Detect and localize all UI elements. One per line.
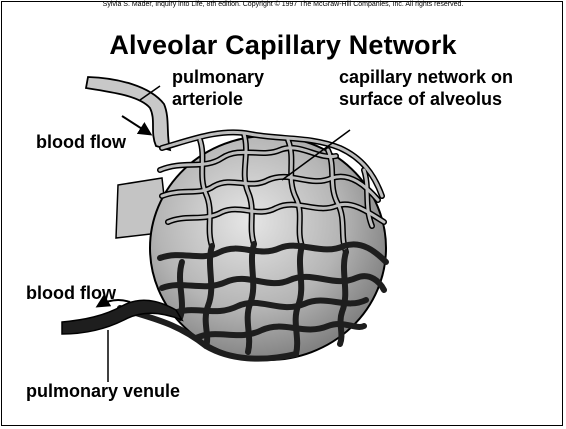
label-pulmonary-venule: pulmonary venule — [26, 381, 180, 402]
label-pulmonary-arteriole-line2: arteriole — [172, 89, 243, 110]
blood-flow-arrow-in — [122, 116, 150, 134]
label-blood-flow-top: blood flow — [36, 132, 126, 153]
label-capillary-network-line1: capillary network on — [339, 67, 513, 88]
label-blood-flow-bottom: blood flow — [26, 283, 116, 304]
label-capillary-network-line2: surface of alveolus — [339, 89, 502, 110]
label-pulmonary-arteriole-line1: pulmonary — [172, 67, 264, 88]
pulmonary-venule-vessel — [62, 300, 182, 334]
